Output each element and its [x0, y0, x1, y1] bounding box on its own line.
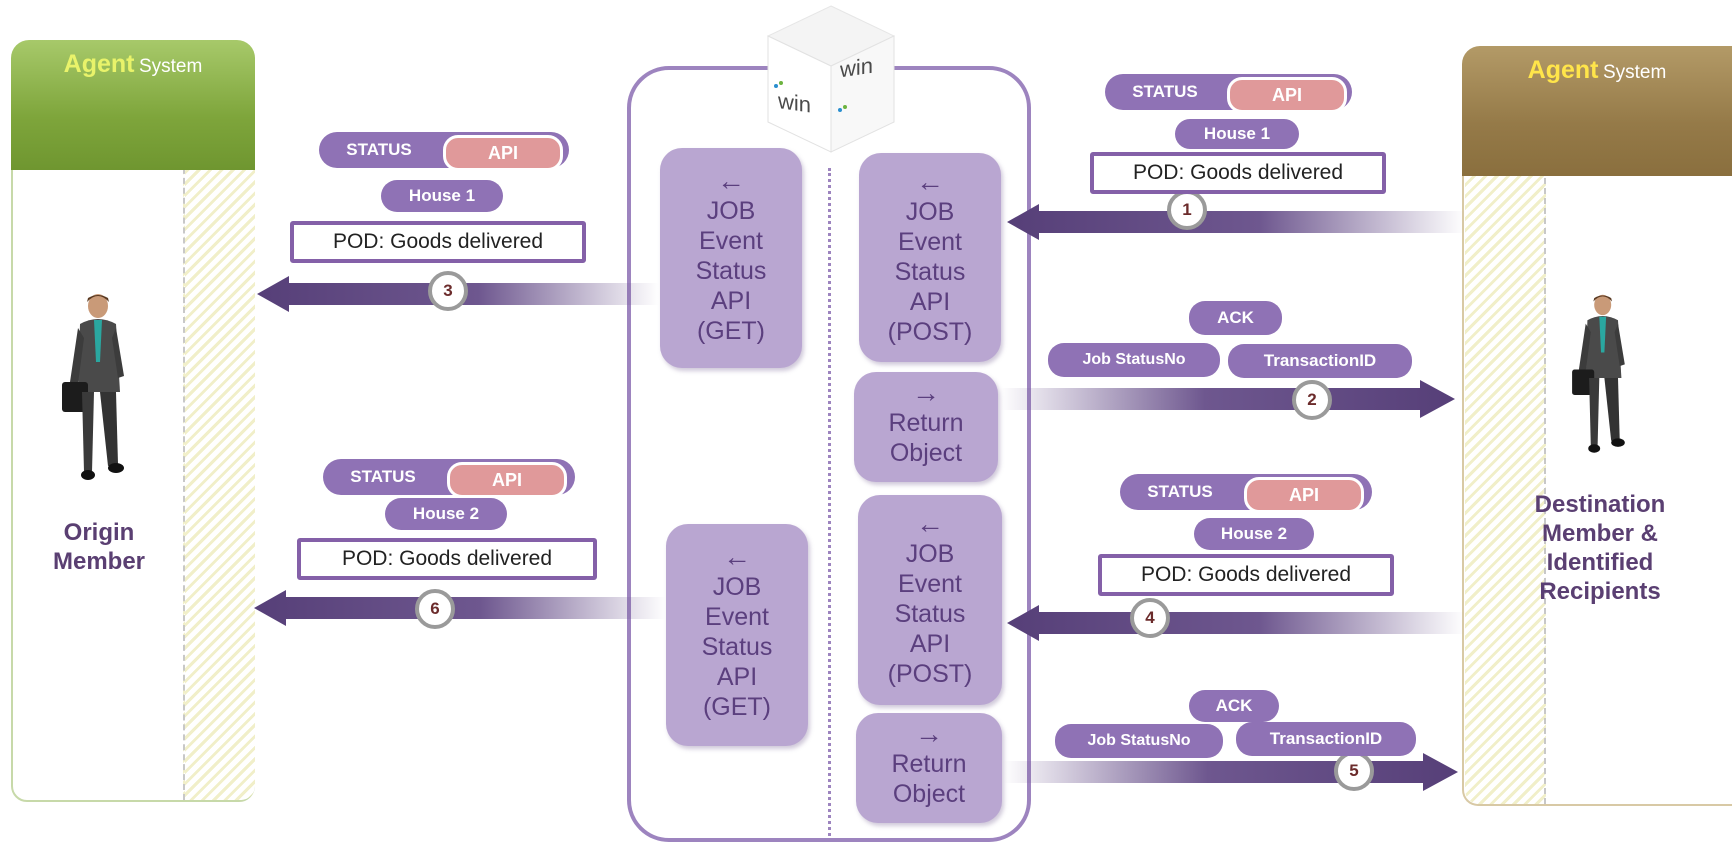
origin-member-label: Origin Member [52, 519, 146, 575]
transaction-id-pill-2: TransactionID [1228, 344, 1412, 378]
logo-text-right: win [839, 53, 873, 83]
destination-hatch-strip [1465, 138, 1546, 804]
origin-agent-subtitle: System [138, 56, 203, 77]
return-object-bottom-label: Return Object [891, 750, 967, 808]
arrow-left-icon: ← [723, 541, 751, 572]
job-status-no-pill-5: Job StatusNo [1055, 724, 1223, 758]
destination-member-person-icon [1572, 294, 1625, 453]
api-label: API [1227, 77, 1347, 113]
central-hub-divider [828, 168, 831, 842]
post-api-block-bottom[interactable]: ← JOB Event Status API (POST) [858, 495, 1002, 705]
ack-pill-2: ACK [1189, 301, 1282, 335]
status-api-pill-1: STATUS API [1105, 74, 1352, 113]
logo-text-left: win [777, 88, 811, 118]
house-pill-3: House 1 [381, 180, 503, 212]
win-logo-cube-icon: win win [766, 5, 896, 153]
pod-box-1: POD: Goods delivered [1090, 152, 1386, 194]
house-pill-1: House 1 [1175, 119, 1299, 149]
step-number-4: 4 [1130, 598, 1170, 638]
origin-agent-title: Agent [63, 50, 135, 78]
api-label: API [447, 462, 567, 498]
get-api-block-top-label: JOB Event Status API (GET) [695, 197, 767, 345]
flow-arrow-6 [254, 590, 666, 626]
origin-agent-header: Agent System [11, 40, 255, 170]
house-pill-6: House 2 [385, 498, 507, 530]
house-pill-4: House 2 [1194, 518, 1314, 550]
post-api-block-top-label: JOB Event Status API (POST) [887, 198, 973, 346]
step-number-3: 3 [428, 271, 468, 311]
destination-agent-subtitle: System [1602, 62, 1667, 83]
status-api-pill-6: STATUS API [323, 459, 575, 498]
get-api-block-bottom-label: JOB Event Status API (GET) [701, 573, 773, 721]
post-api-block-bottom-label: JOB Event Status API (POST) [887, 540, 973, 688]
arrow-left-icon: ← [916, 166, 944, 197]
status-label: STATUS [1132, 82, 1198, 101]
flow-arrow-2 [1000, 380, 1455, 418]
step-number-5: 5 [1334, 751, 1374, 791]
destination-member-label: Destination Member & Identified Recipien… [1534, 491, 1666, 605]
get-api-block-bottom[interactable]: ← JOB Event Status API (GET) [666, 524, 808, 746]
flow-arrow-4 [1007, 605, 1465, 641]
job-status-no-pill-2: Job StatusNo [1048, 343, 1220, 377]
destination-agent-header: Agent System [1462, 46, 1732, 176]
status-label: STATUS [1147, 482, 1213, 501]
arrow-right-icon: → [915, 718, 943, 749]
destination-agent-title: Agent [1527, 56, 1599, 84]
arrow-right-icon: → [912, 377, 940, 408]
post-api-block-top[interactable]: ← JOB Event Status API (POST) [859, 153, 1001, 362]
arrow-left-icon: ← [717, 165, 745, 196]
origin-hatch-strip [183, 148, 255, 800]
pod-box-6: POD: Goods delivered [297, 538, 597, 580]
step-number-6: 6 [415, 589, 455, 629]
ack-pill-5: ACK [1189, 690, 1279, 722]
return-object-top-label: Return Object [888, 409, 964, 467]
status-api-pill-4: STATUS API [1120, 474, 1372, 513]
flow-arrow-1 [1007, 204, 1465, 240]
transaction-id-pill-5: TransactionID [1236, 722, 1416, 756]
api-label: API [1244, 477, 1364, 513]
step-number-1: 1 [1167, 190, 1207, 230]
status-label: STATUS [346, 140, 412, 159]
step-number-2: 2 [1292, 380, 1332, 420]
status-label: STATUS [350, 467, 416, 486]
flow-arrow-5 [1003, 753, 1458, 791]
return-object-block-bottom[interactable]: → Return Object [856, 713, 1002, 823]
get-api-block-top[interactable]: ← JOB Event Status API (GET) [660, 148, 802, 368]
api-label: API [443, 135, 563, 171]
arrow-left-icon: ← [916, 508, 944, 539]
pod-box-4: POD: Goods delivered [1098, 554, 1394, 596]
return-object-block-top[interactable]: → Return Object [854, 372, 998, 482]
pod-box-3: POD: Goods delivered [290, 221, 586, 263]
status-api-pill-3: STATUS API [319, 132, 569, 171]
origin-member-person-icon [62, 294, 124, 480]
